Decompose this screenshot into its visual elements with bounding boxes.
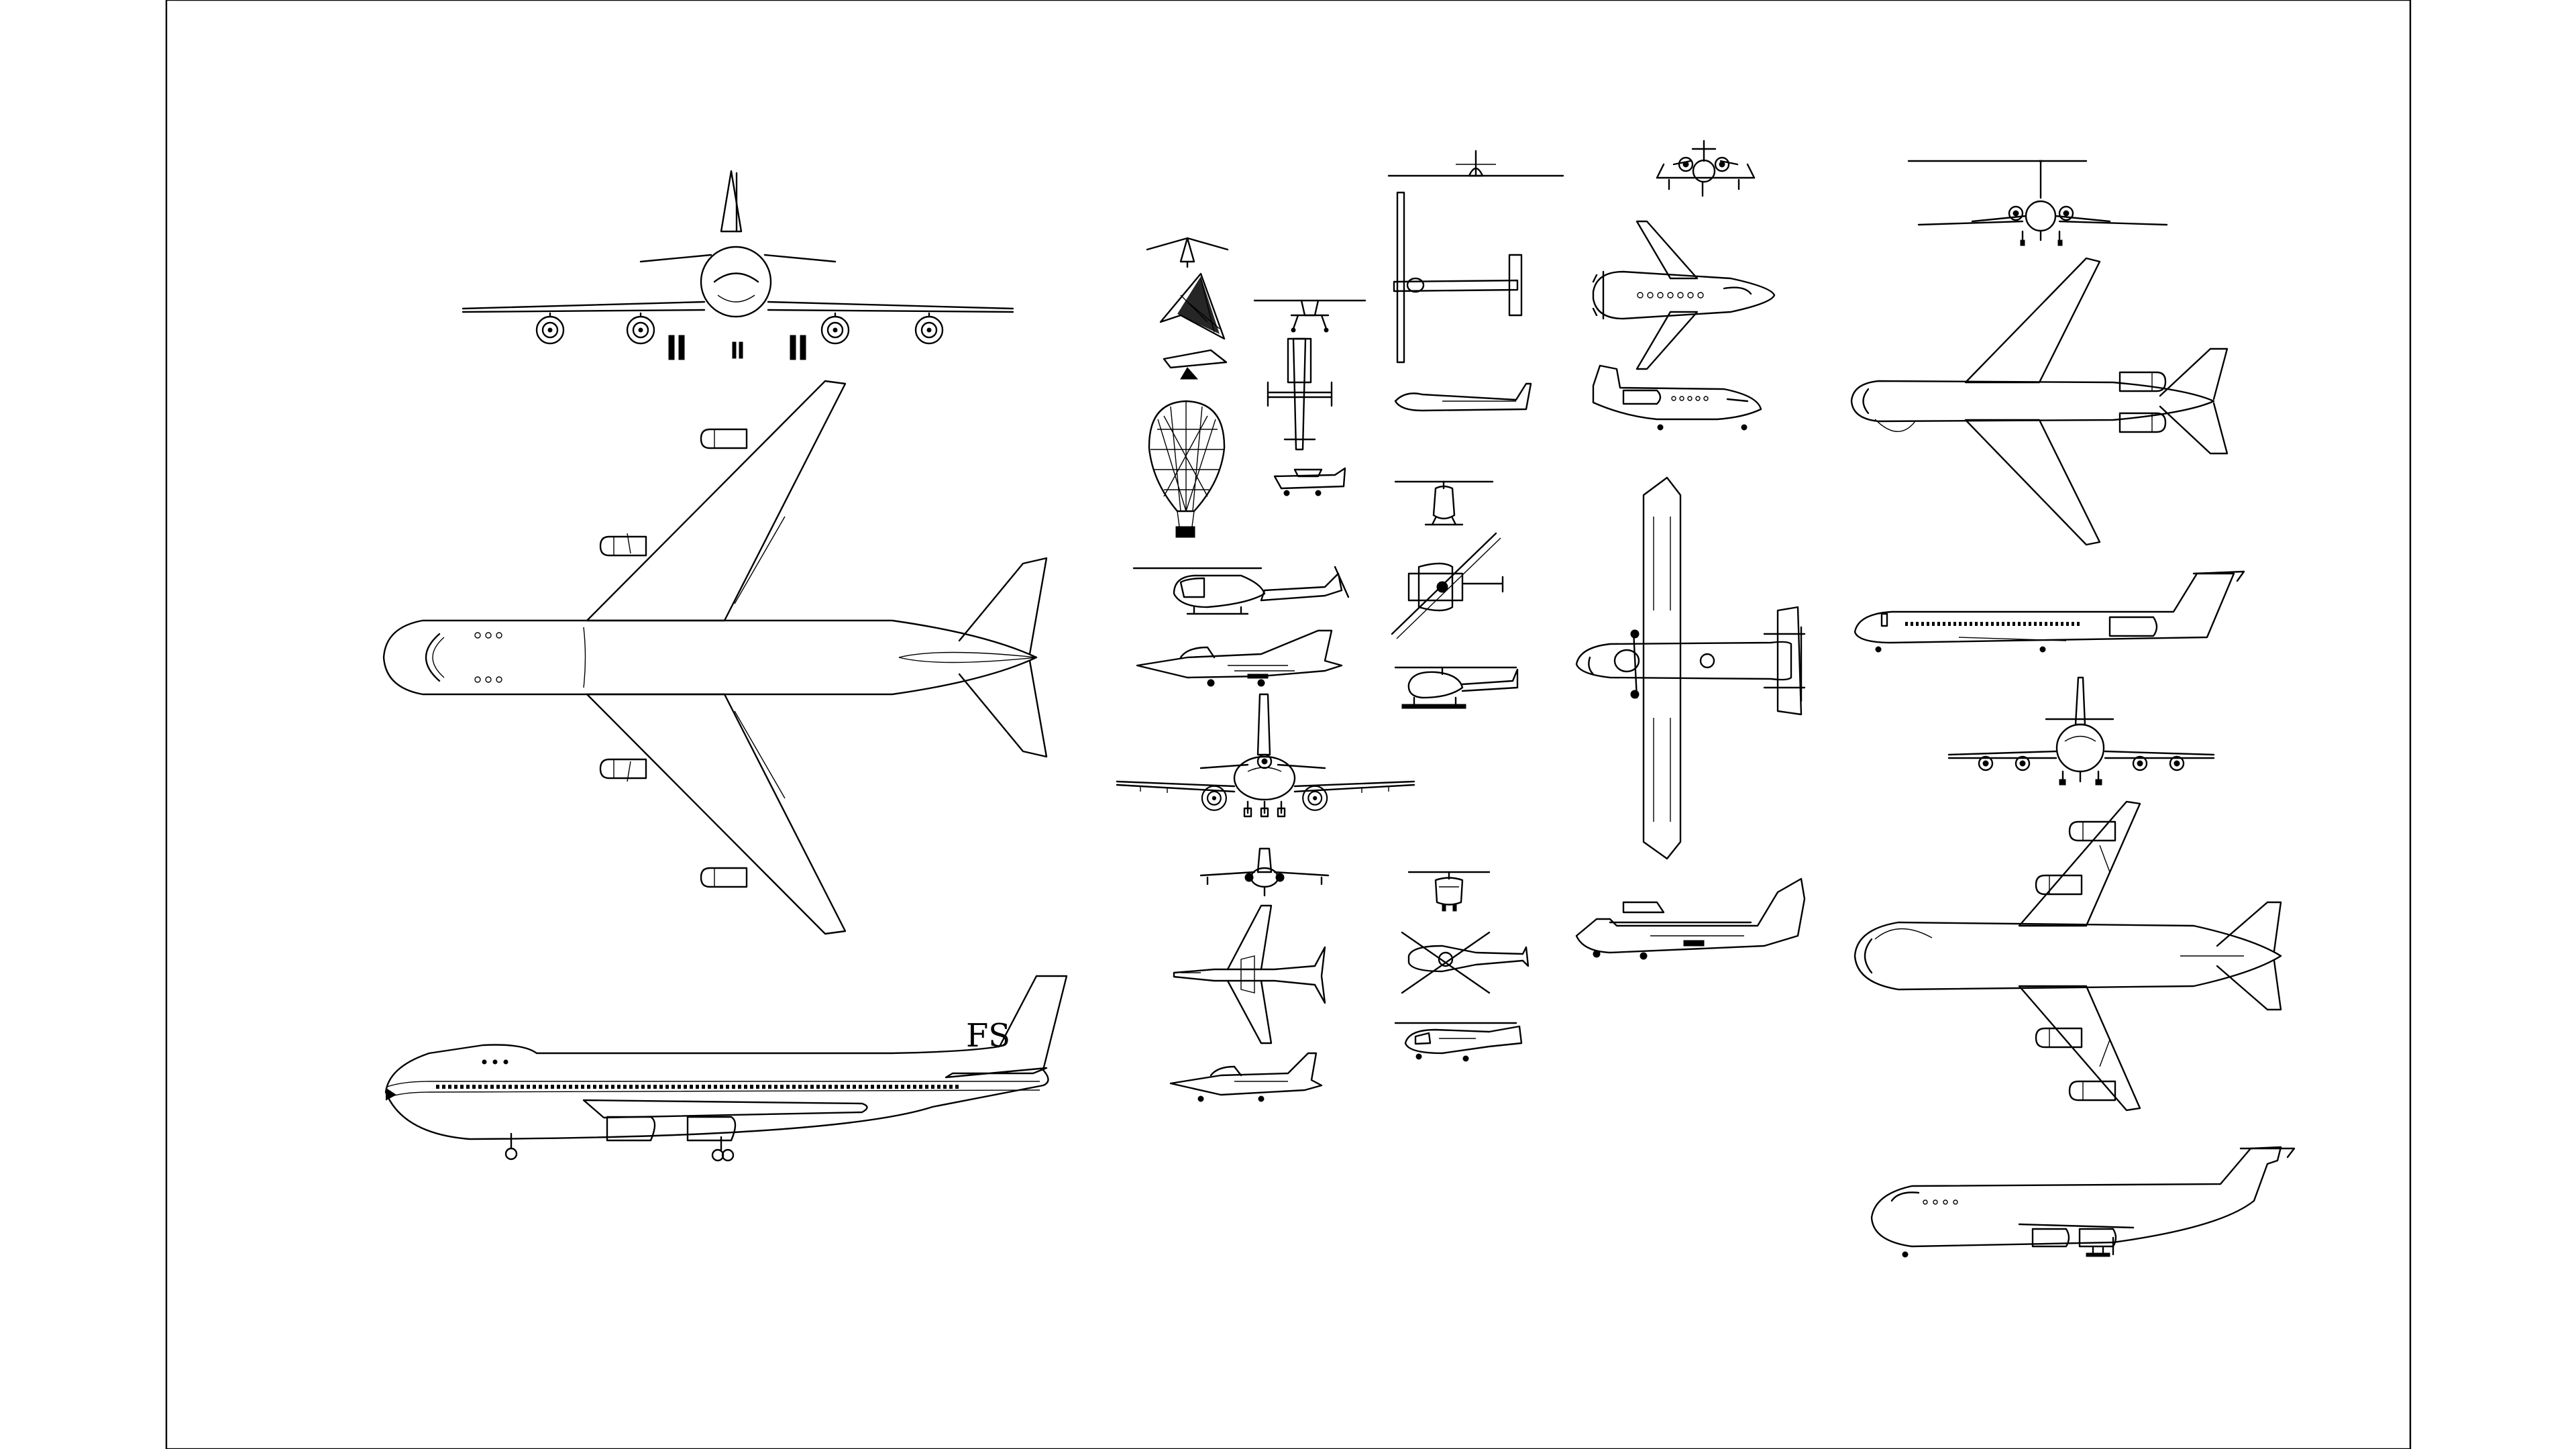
- bizjet-top-view: [1592, 220, 1776, 370]
- transport-helicopter-side-view: [1394, 1022, 1523, 1062]
- fighter-jet-side-view: [1136, 629, 1343, 687]
- bizjet-side-view: [1592, 364, 1762, 431]
- harrier-front-view: [1199, 847, 1330, 897]
- hang-glider-front-view: [1146, 237, 1229, 268]
- hang-glider-side-view: [1163, 349, 1228, 380]
- b747-side-view: FS: [384, 975, 1068, 1162]
- quad-jet-front-view: [1947, 676, 2215, 786]
- dc9-top-view: [1850, 257, 2229, 546]
- b747-front-view: [462, 170, 1014, 360]
- b747-top-view: [382, 380, 1048, 935]
- flying-boat-side-view: [1575, 877, 1806, 960]
- drawing-frame: [165, 0, 2412, 1449]
- quad-jet-top-view: [1854, 800, 2282, 1112]
- transport-helicopter-top-view: [1401, 931, 1529, 994]
- small-helicopter-top-view: [1391, 532, 1504, 639]
- light-plane-side-view: [1273, 467, 1346, 496]
- cargo-jet-side-view: [1870, 1146, 2296, 1258]
- transport-helicopter-front-view: [1407, 871, 1491, 912]
- tail-logo: FS: [966, 1017, 1010, 1055]
- glider-side-view: [1394, 382, 1532, 412]
- twin-prop-top-view: [1575, 476, 1806, 860]
- hot-air-balloon: [1148, 400, 1226, 538]
- small-helicopter-side-view: [1394, 666, 1519, 709]
- utility-helicopter-side-view: [1132, 566, 1350, 615]
- dc9-front-view: [1907, 160, 2168, 246]
- glider-front-view: [1387, 150, 1564, 177]
- small-helicopter-front-view: [1394, 480, 1494, 526]
- glider-top-view: [1393, 191, 1523, 364]
- harrier-top-view: [1173, 904, 1326, 1044]
- bizjet-front-view: [1656, 140, 1756, 197]
- light-plane-top-view: [1267, 337, 1333, 451]
- dc9-side-view: [1854, 570, 2245, 653]
- harrier-side-view: [1169, 1052, 1323, 1102]
- tri-jet-front-view: [1116, 693, 1415, 818]
- light-plane-front-view: [1253, 299, 1366, 333]
- hang-glider-top-view: [1159, 272, 1226, 340]
